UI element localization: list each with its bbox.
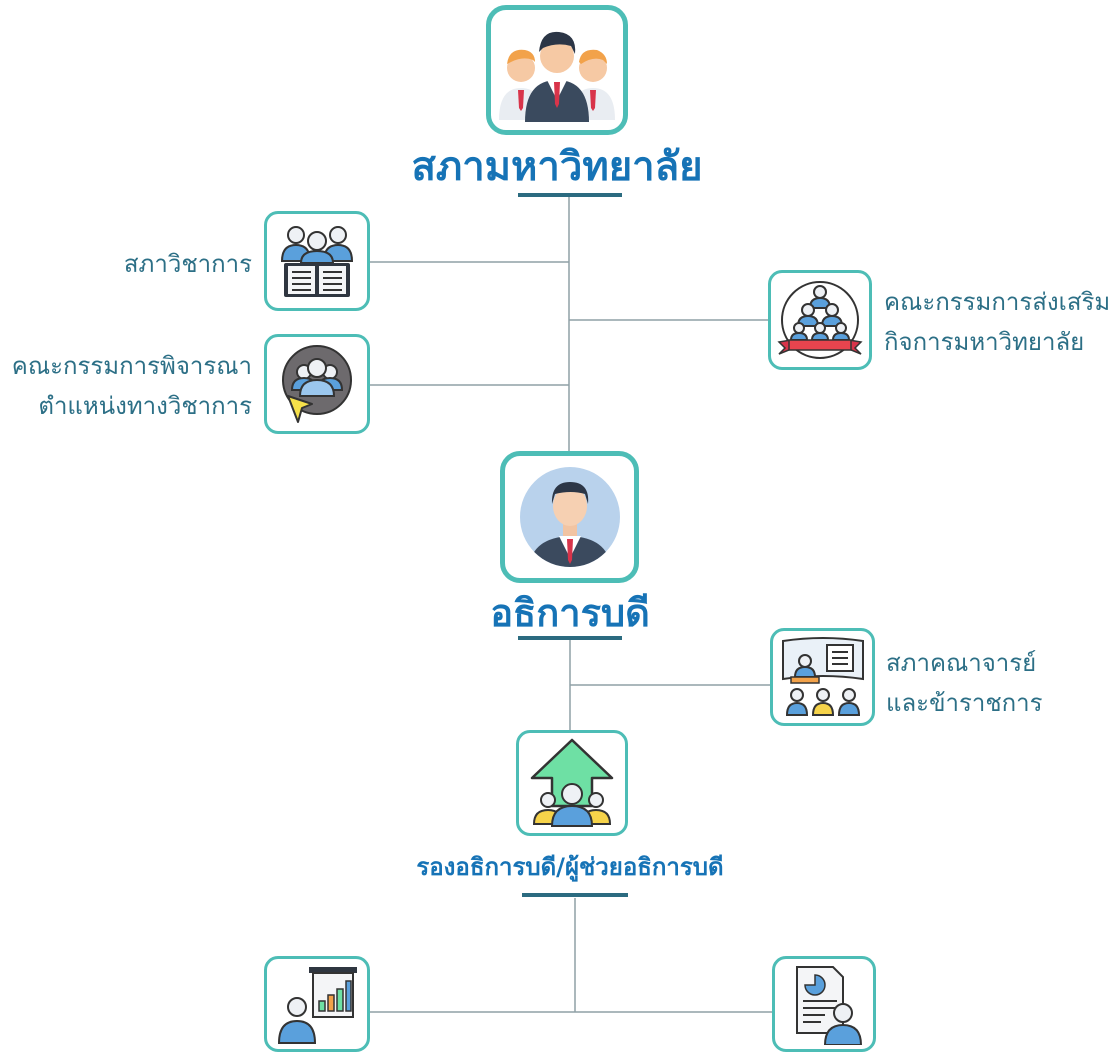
vice-president-title: รองอธิการบดี/ผู้ช่วยอธิการบดี	[416, 853, 724, 881]
bottom-right-box	[772, 956, 876, 1052]
faculty-senate-label-line1: สภาคณาจารย์	[886, 649, 1037, 677]
vice-president-box	[516, 730, 628, 836]
vice-president-underline	[522, 893, 628, 897]
academic-position-committee-label-line1: คณะกรรมการพิจารณา	[11, 352, 252, 380]
promotion-committee-box	[768, 270, 872, 370]
president-avatar-icon	[519, 467, 620, 567]
presenter-bar-chart-icon	[277, 967, 357, 1044]
growth-arrow-team-icon	[530, 738, 614, 827]
group-reading-book-icon	[280, 226, 354, 297]
academic-council-box	[264, 211, 370, 311]
academic-council-label: สภาวิชาการ	[123, 250, 252, 278]
presentation-audience-icon	[781, 637, 864, 716]
university-council-box	[486, 5, 628, 135]
bottom-left-box	[264, 956, 370, 1052]
executive-team-icon	[499, 31, 615, 122]
faculty-senate-box	[770, 628, 875, 726]
president-title: อธิการบดี	[490, 591, 650, 635]
faculty-senate-label-line2: และข้าราชการ	[886, 689, 1043, 717]
president-underline	[518, 636, 622, 640]
academic-position-committee-box	[264, 334, 370, 434]
university-council-title: สภามหาวิทยาลัย	[411, 144, 703, 190]
promotion-committee-label-line2: กิจการมหาวิทยาลัย	[884, 328, 1085, 356]
group-pointer-cursor-icon	[282, 345, 352, 423]
president-box	[500, 451, 639, 583]
university-council-underline	[518, 193, 622, 197]
promotion-committee-label-line1: คณะกรรมการส่งเสริม	[884, 288, 1111, 316]
group-award-ribbon-icon	[777, 281, 863, 359]
academic-position-committee-label-line2: ตำแหน่งทางวิชาการ	[38, 392, 252, 420]
person-report-document-icon	[796, 966, 863, 1045]
